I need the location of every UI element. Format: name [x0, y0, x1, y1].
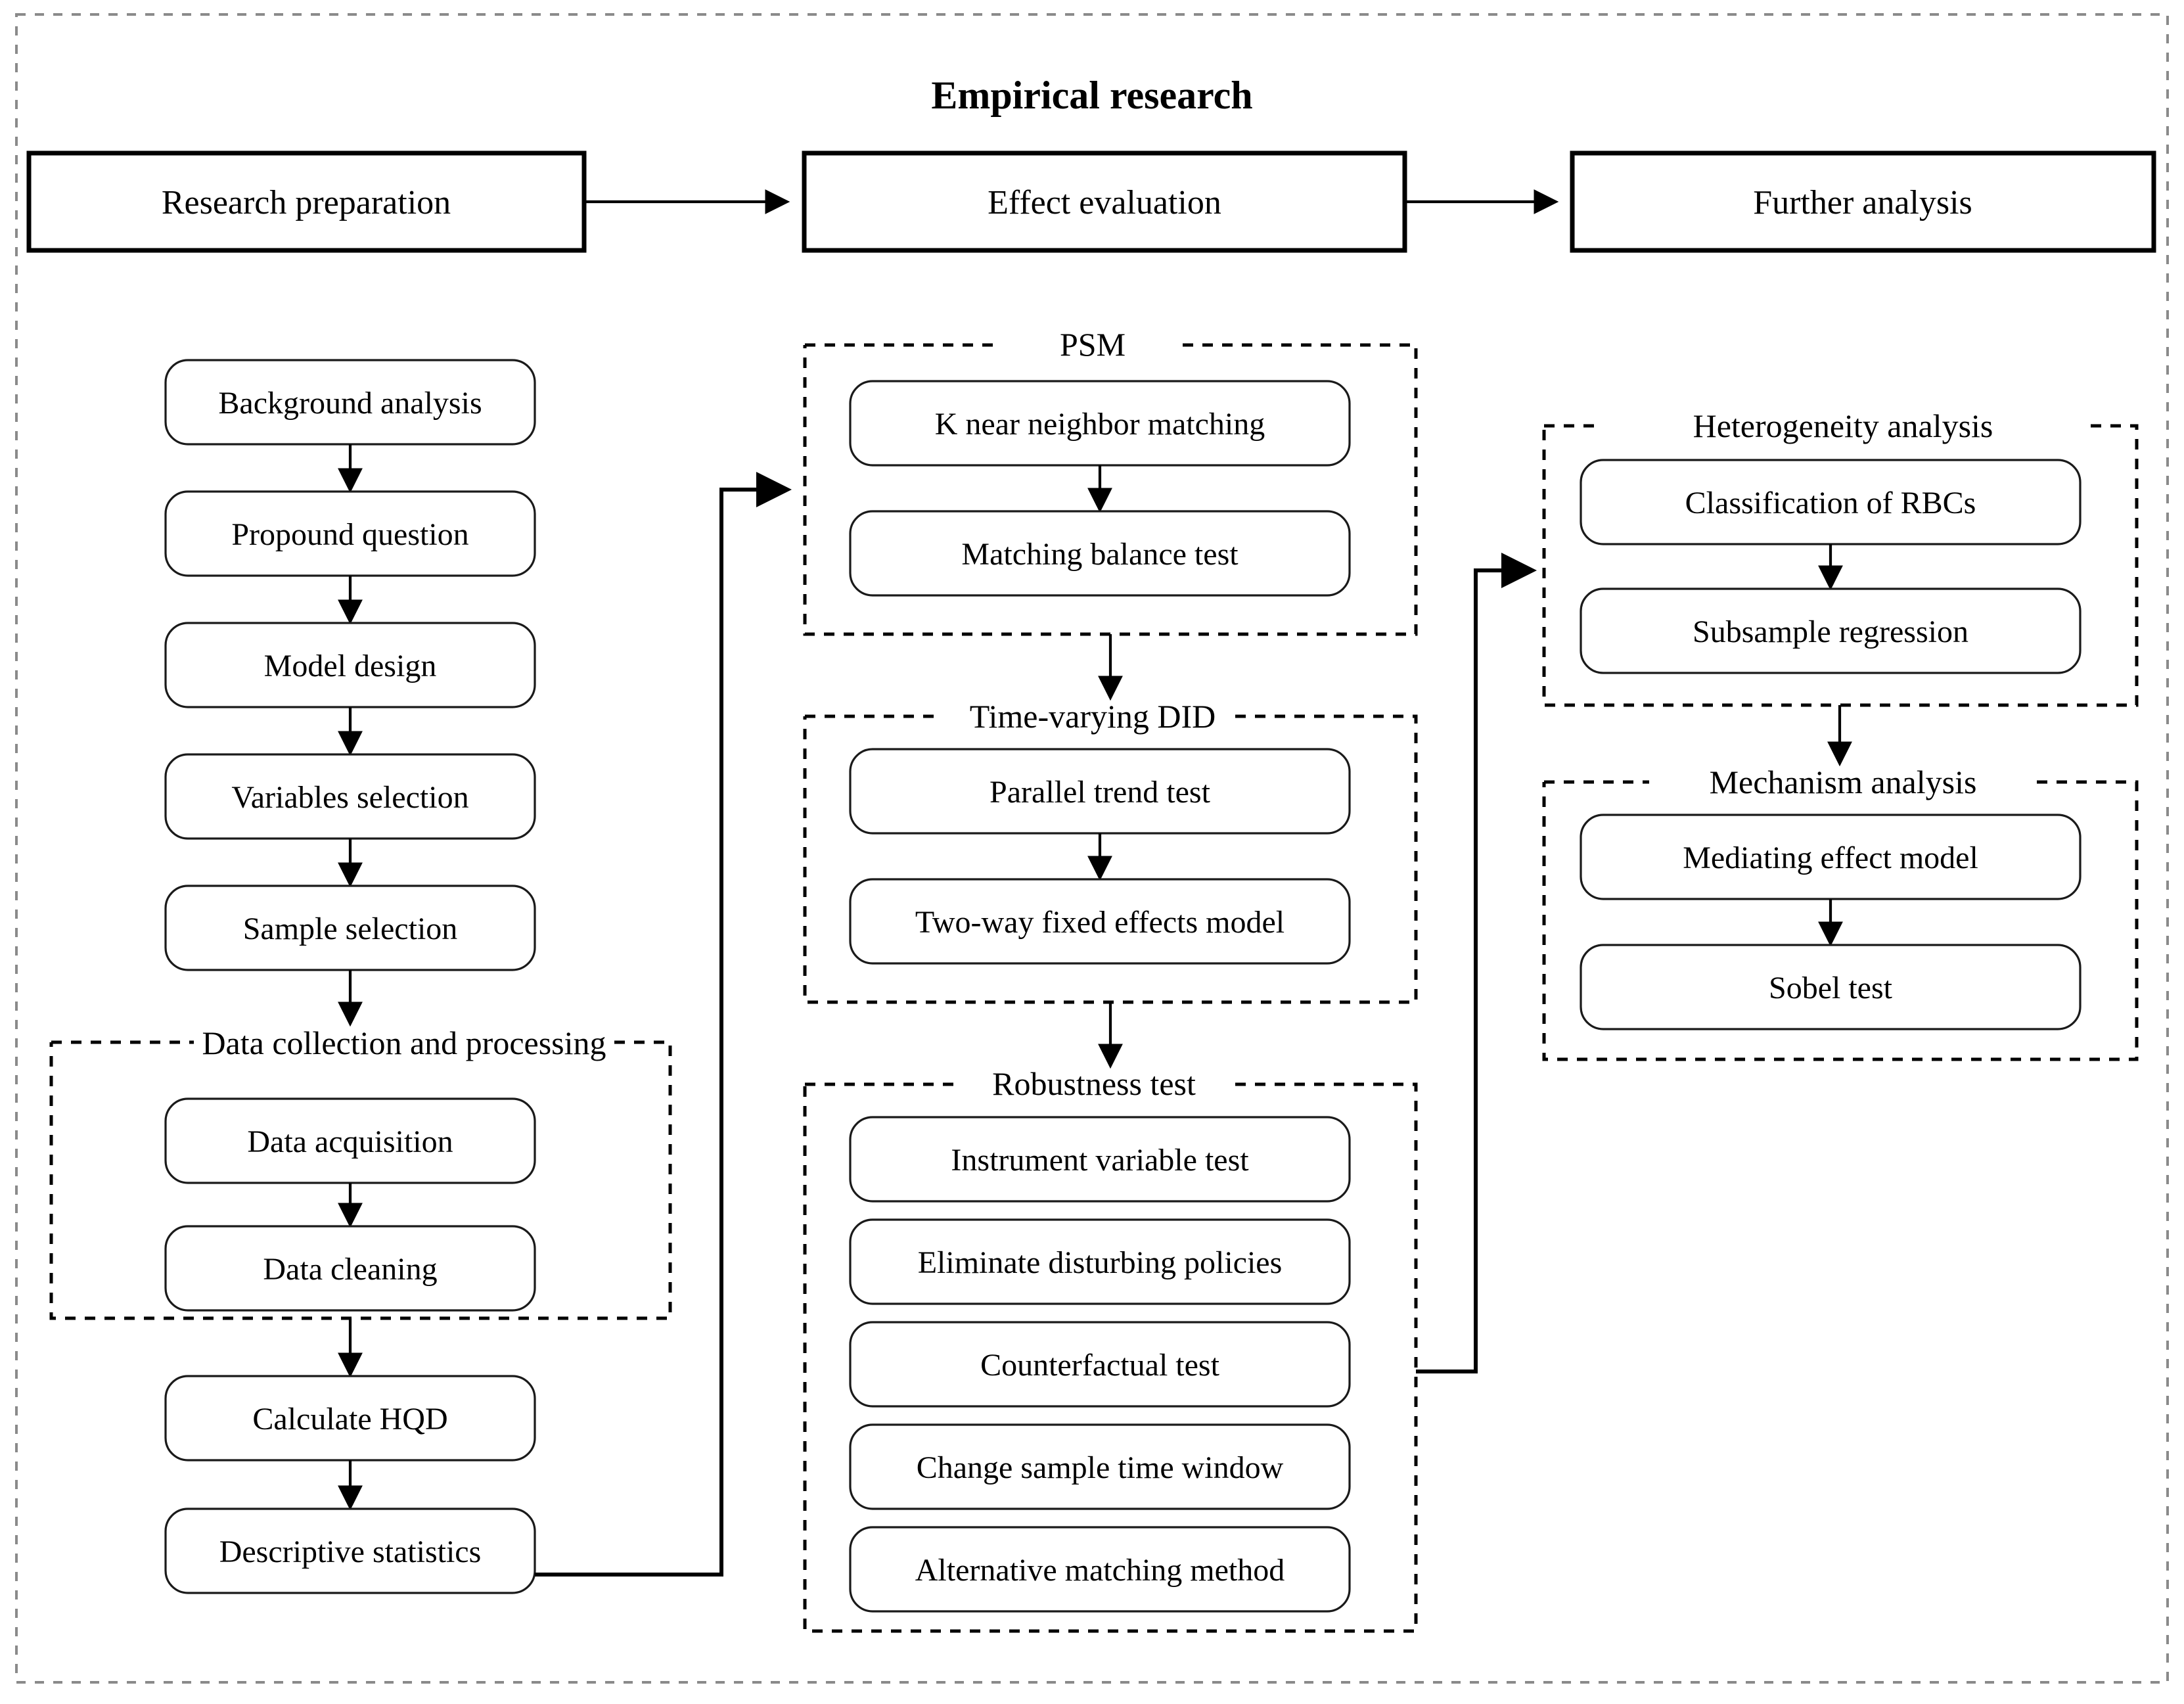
node-mediating-effect-model[interactable]: Mediating effect model	[1580, 814, 2082, 900]
node-label-mediating-effect-model: Mediating effect model	[1683, 840, 1978, 875]
node-parallel-trend-test[interactable]: Parallel trend test	[849, 748, 1351, 835]
group-data-collection-and-processing: Data collection and processing	[49, 1025, 672, 1320]
node-two-way-fixed-effects-model[interactable]: Two-way fixed effects model	[849, 878, 1351, 965]
node-propound-question[interactable]: Propound question	[164, 490, 536, 577]
node-classification-of-rbcs[interactable]: Classification of RBCs	[1580, 459, 2082, 545]
header-box-effect-evaluation[interactable]: Effect evaluation	[802, 150, 1407, 253]
node-label-classification-of-rbcs: Classification of RBCs	[1685, 486, 1976, 520]
node-change-sample-time-window[interactable]: Change sample time window	[849, 1423, 1351, 1510]
group-label-data-collection-and-processing: Data collection and processing	[202, 1025, 606, 1061]
group-label-robustness-test: Robustness test	[992, 1065, 1196, 1102]
header-box-further-analysis[interactable]: Further analysis	[1570, 150, 2156, 253]
node-label-sobel-test: Sobel test	[1769, 971, 1893, 1005]
node-data-acquisition[interactable]: Data acquisition	[164, 1097, 536, 1184]
node-eliminate-disturbing-policies[interactable]: Eliminate disturbing policies	[849, 1218, 1351, 1305]
node-label-matching-balance-test: Matching balance test	[961, 537, 1239, 572]
outer-dashed-frame	[15, 13, 2169, 1684]
node-subsample-regression[interactable]: Subsample regression	[1580, 587, 2082, 674]
node-background-analysis[interactable]: Background analysis	[164, 359, 536, 446]
group-heterogeneity-analysis: Heterogeneity analysis	[1542, 407, 2139, 707]
node-label-parallel-trend-test: Parallel trend test	[990, 775, 1211, 810]
edge-robustness-to-heterogeneity	[1416, 553, 1537, 1373]
node-label-descriptive-statistics: Descriptive statistics	[219, 1534, 482, 1569]
node-calculate-hqd[interactable]: Calculate HQD	[164, 1375, 536, 1462]
group-label-mechanism-analysis: Mechanism analysis	[1710, 764, 1977, 800]
node-label-subsample-regression: Subsample regression	[1693, 614, 1968, 649]
node-label-change-sample-time-window: Change sample time window	[917, 1450, 1284, 1485]
node-label-alternative-matching-method: Alternative matching method	[915, 1553, 1285, 1588]
group-label-time-varying-did: Time-varying DID	[970, 698, 1216, 735]
node-label-instrument-variable-test: Instrument variable test	[951, 1143, 1249, 1178]
node-instrument-variable-test[interactable]: Instrument variable test	[849, 1116, 1351, 1203]
node-label-variables-selection: Variables selection	[231, 780, 468, 815]
node-data-cleaning[interactable]: Data cleaning	[164, 1225, 536, 1312]
node-label-background-analysis: Background analysis	[218, 386, 482, 421]
node-model-design[interactable]: Model design	[164, 622, 536, 708]
page-title: Empirical research	[931, 74, 1252, 117]
group-psm: PSM	[803, 326, 1418, 636]
node-variables-selection[interactable]: Variables selection	[164, 753, 536, 840]
header-label-further-analysis: Further analysis	[1753, 184, 1972, 221]
node-k-near-neighbor-matching[interactable]: K near neighbor matching	[849, 380, 1351, 467]
node-counterfactual-test[interactable]: Counterfactual test	[849, 1321, 1351, 1408]
node-label-calculate-hqd: Calculate HQD	[252, 1402, 447, 1437]
group-label-psm: PSM	[1060, 326, 1126, 363]
node-label-propound-question: Propound question	[231, 517, 468, 552]
node-sample-selection[interactable]: Sample selection	[164, 885, 536, 971]
node-label-k-near-neighbor-matching: K near neighbor matching	[935, 407, 1265, 442]
edge-descriptive-to-psm	[535, 472, 792, 1577]
node-label-data-acquisition: Data acquisition	[247, 1124, 453, 1159]
node-sobel-test[interactable]: Sobel test	[1580, 944, 2082, 1030]
node-label-sample-selection: Sample selection	[243, 911, 458, 946]
header-label-research-preparation: Research preparation	[162, 184, 451, 221]
node-label-model-design: Model design	[264, 649, 437, 683]
node-label-counterfactual-test: Counterfactual test	[980, 1348, 1220, 1383]
node-matching-balance-test[interactable]: Matching balance test	[849, 510, 1351, 597]
node-label-data-cleaning: Data cleaning	[263, 1252, 437, 1287]
group-label-heterogeneity-analysis: Heterogeneity analysis	[1693, 407, 1993, 444]
group-time-varying-did: Time-varying DID	[803, 698, 1418, 1004]
node-alternative-matching-method[interactable]: Alternative matching method	[849, 1526, 1351, 1613]
group-mechanism-analysis: Mechanism analysis	[1542, 764, 2139, 1061]
header-box-research-preparation[interactable]: Research preparation	[26, 150, 587, 253]
header-label-effect-evaluation: Effect evaluation	[988, 184, 1221, 221]
node-descriptive-statistics[interactable]: Descriptive statistics	[164, 1508, 536, 1594]
node-label-two-way-fixed-effects-model: Two-way fixed effects model	[915, 905, 1285, 940]
node-label-eliminate-disturbing-policies: Eliminate disturbing policies	[918, 1245, 1283, 1280]
group-robustness-test: Robustness test	[803, 1065, 1418, 1633]
